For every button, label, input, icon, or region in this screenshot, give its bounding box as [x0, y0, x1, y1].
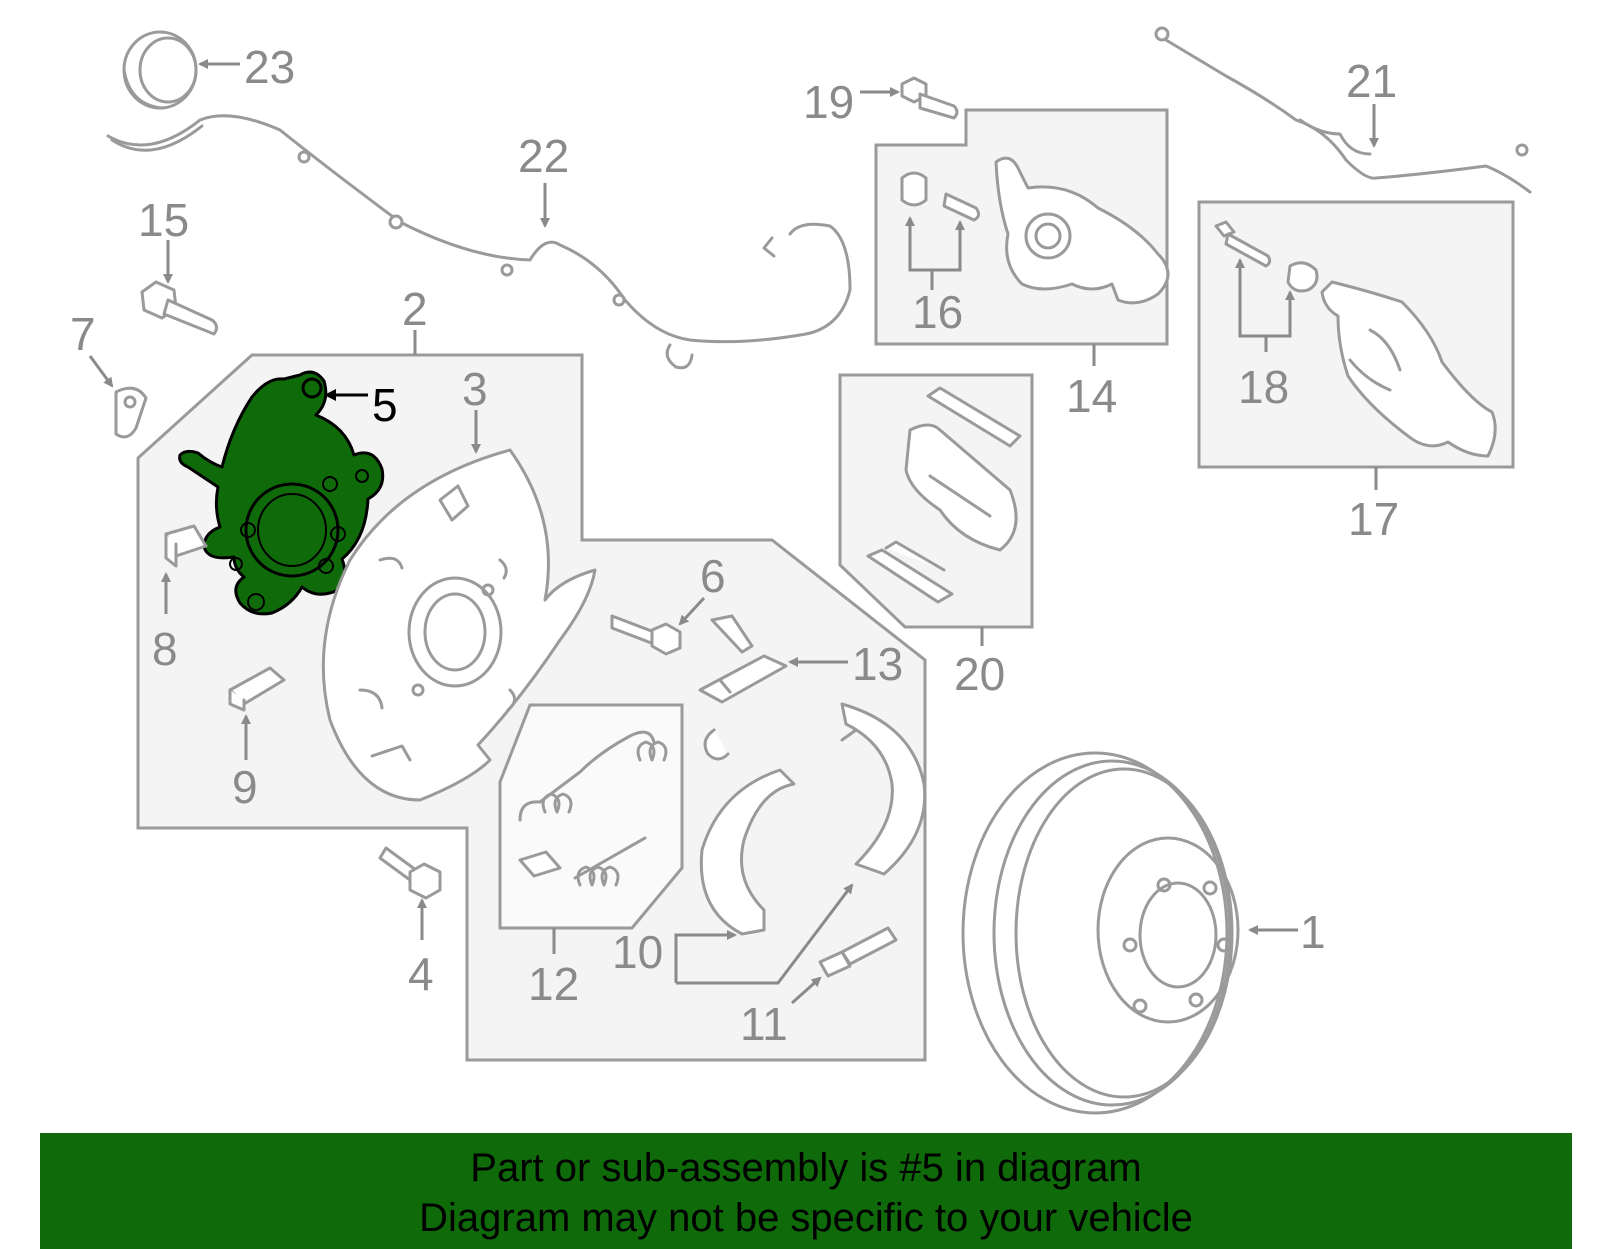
seal-23	[122, 30, 198, 110]
leader-16	[905, 216, 934, 290]
callout-1: 1	[1300, 906, 1326, 958]
leader-7	[88, 355, 114, 388]
bolt-6	[610, 614, 682, 656]
leader-10	[674, 930, 737, 983]
caliper-14	[994, 156, 1170, 305]
callout-17: 17	[1348, 493, 1399, 545]
leader-16b	[932, 220, 965, 272]
callout-14: 14	[1066, 370, 1117, 422]
callout-22: 22	[518, 130, 569, 182]
pin-18	[1214, 220, 1319, 293]
info-banner: Part or sub-assembly is #5 in diagram Di…	[40, 1133, 1572, 1249]
sensor-harness-22	[106, 114, 852, 370]
callout-11: 11	[740, 998, 788, 1050]
rotor-1	[961, 751, 1240, 1115]
sensor-21	[1154, 26, 1532, 194]
callout-6: 6	[700, 550, 726, 602]
callout-21: 21	[1346, 55, 1397, 107]
backing-plate-3	[321, 448, 597, 802]
clip-7	[114, 386, 148, 439]
banner-line-1: Part or sub-assembly is #5 in diagram	[470, 1146, 1142, 1190]
callout-3: 3	[462, 363, 488, 415]
callout-20: 20	[954, 648, 1005, 700]
callout-16: 16	[912, 286, 963, 338]
callout-8: 8	[152, 623, 178, 675]
leader-10b	[676, 883, 854, 985]
callout-9: 9	[232, 761, 258, 813]
bracket-17	[1320, 280, 1497, 458]
callout-2: 2	[402, 283, 428, 335]
leader-11	[791, 976, 822, 1005]
leader-6	[678, 596, 706, 626]
callout-19: 19	[803, 76, 854, 128]
callout-4: 4	[408, 948, 434, 1000]
bolt-4	[378, 846, 442, 900]
callout-18: 18	[1238, 361, 1289, 413]
pads-20	[866, 386, 1022, 604]
callout-15: 15	[138, 194, 189, 246]
callout-7: 7	[70, 308, 96, 360]
callout-13: 13	[852, 638, 903, 690]
clip-9	[228, 666, 286, 712]
knuckle-5-highlighted	[178, 370, 385, 616]
group-box-12	[498, 703, 684, 930]
bolt-19	[900, 76, 959, 120]
adjuster-13	[698, 614, 788, 704]
bolt-15	[140, 280, 219, 336]
brake-shoes-10	[699, 702, 927, 936]
clip-8	[164, 524, 208, 568]
leader-18b	[1266, 290, 1295, 338]
callout-5: 5	[372, 379, 398, 431]
pin-16	[900, 171, 981, 222]
banner-line-2: Diagram may not be specific to your vehi…	[419, 1196, 1193, 1240]
pin-11	[818, 926, 898, 978]
hardware-kit-12	[518, 730, 668, 887]
callout-23: 23	[244, 41, 295, 93]
callout-12: 12	[528, 958, 579, 1010]
callout-10: 10	[612, 926, 663, 978]
leader-18	[1235, 258, 1268, 352]
